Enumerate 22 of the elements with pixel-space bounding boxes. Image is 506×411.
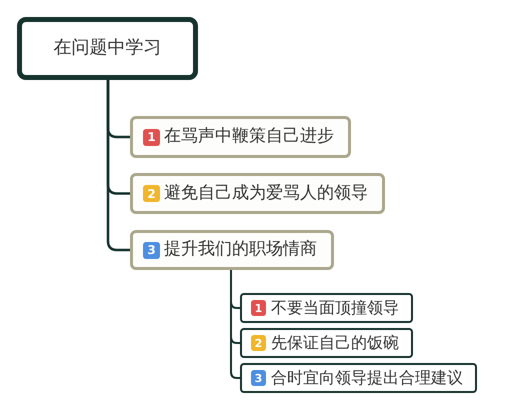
topic-box xyxy=(240,293,413,323)
topic-box xyxy=(130,230,334,270)
priority-badge: 1 xyxy=(251,300,266,316)
priority-badge: 3 xyxy=(143,242,160,258)
topic-text: 先保证自己的饭碗 xyxy=(271,333,399,353)
priority-badge: 2 xyxy=(143,185,160,202)
priority-badge: 2 xyxy=(251,335,266,351)
connector-line xyxy=(230,270,240,379)
topic-text: 不要当面顶撞领导 xyxy=(271,298,399,318)
topic-text: 提升我们的职场情商 xyxy=(164,239,317,261)
topic-text: 合时宜向领导提出合理建议 xyxy=(271,368,463,388)
topic-text: 在骂声中鞭策自己进步 xyxy=(164,126,334,148)
priority-badge: 1 xyxy=(143,128,160,146)
topic-box xyxy=(240,328,413,358)
priority-badge: 3 xyxy=(251,370,266,386)
topic-box xyxy=(17,17,198,80)
topic-box xyxy=(240,363,477,393)
connector-line xyxy=(106,80,130,252)
topic-box xyxy=(130,116,351,158)
topic-text: 在问题中学习 xyxy=(54,37,162,60)
topic-text: 避免自己成为爱骂人的领导 xyxy=(164,182,368,204)
topic-box xyxy=(130,173,385,214)
